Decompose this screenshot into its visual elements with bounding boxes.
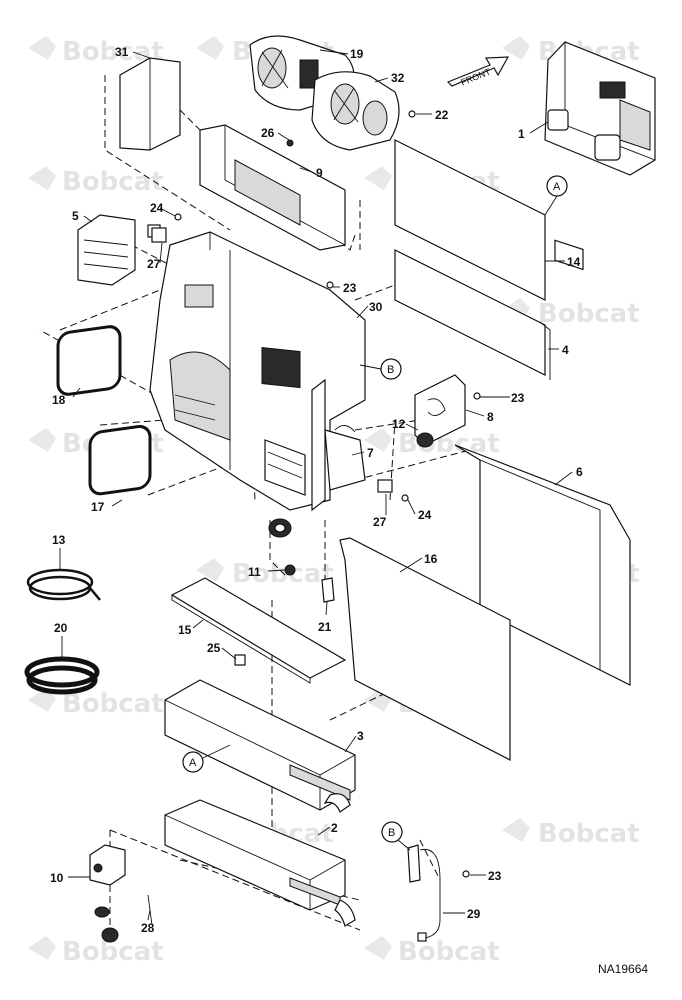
ref-marker-b-bottom: B — [381, 821, 411, 851]
part-3-evaporator — [164, 654, 356, 813]
svg-text:Bobcat: Bobcat — [62, 167, 164, 197]
callout-6: 6 — [576, 465, 583, 479]
watermark: Bobcat — [502, 818, 640, 849]
part-14-panel — [394, 139, 546, 301]
figure-id: NA19664 — [598, 962, 648, 976]
watermark: Bobcat — [28, 688, 164, 719]
part-15-board — [170, 577, 347, 684]
watermark: Bobcat — [364, 936, 500, 967]
svg-text:Bobcat: Bobcat — [538, 299, 640, 329]
callout-7: 7 — [367, 446, 374, 460]
callout-27-top: 27 — [147, 257, 161, 271]
callout-3: 3 — [357, 729, 364, 743]
part-10-valve — [89, 844, 153, 943]
callout-23-top: 23 — [343, 281, 357, 295]
callout-24-top: 24 — [150, 201, 164, 215]
callout-5: 5 — [72, 209, 79, 223]
part-30-main-housing — [149, 231, 366, 538]
part-32-blower-motor — [311, 71, 400, 151]
callout-10: 10 — [50, 871, 64, 885]
callout-25: 25 — [207, 641, 221, 655]
part-2-heater-core — [164, 799, 356, 927]
callout-23-mid: 23 — [511, 391, 525, 405]
callout-2: 2 — [331, 821, 338, 835]
callout-labels: 31 19 32 22 1 26 9 5 24 27 14 23 30 4 18… — [50, 45, 583, 935]
part-7-side-bracket — [311, 378, 366, 512]
part-5-grille-box — [77, 214, 161, 286]
callout-1: 1 — [518, 127, 525, 141]
part-21-drain — [321, 577, 335, 603]
ref-marker-a-top: A — [544, 175, 568, 216]
watermark: Bobcat — [28, 166, 164, 197]
callout-14: 14 — [567, 255, 581, 269]
callout-32: 32 — [391, 71, 405, 85]
callout-11: 11 — [248, 565, 261, 579]
callout-28: 28 — [141, 921, 155, 935]
watermark: Bobcat — [28, 936, 164, 967]
callout-23-bottom: 23 — [488, 869, 502, 883]
callout-19: 19 — [350, 47, 364, 61]
part-1-heater-ac-unit — [544, 41, 656, 271]
callout-17: 17 — [91, 500, 105, 514]
part-16-large-panel — [339, 537, 511, 761]
svg-text:B: B — [387, 364, 394, 376]
callout-18: 18 — [52, 393, 66, 407]
ref-marker-a-bottom: A — [182, 744, 231, 773]
callout-21: 21 — [318, 620, 332, 634]
callout-20: 20 — [54, 621, 68, 635]
callout-31: 31 — [115, 45, 129, 59]
part-4-panel — [394, 249, 551, 380]
callout-27-bottom: 27 — [373, 515, 387, 529]
svg-text:Bobcat: Bobcat — [398, 937, 500, 967]
callout-4: 4 — [562, 343, 569, 357]
callout-16: 16 — [424, 552, 438, 566]
part-18-seal — [56, 325, 122, 396]
part-13-hose — [26, 568, 101, 601]
callout-leaders — [59, 49, 573, 921]
part-11-fitting — [284, 564, 296, 576]
part-6-side-panel — [454, 444, 631, 686]
callout-9: 9 — [316, 166, 323, 180]
callout-26: 26 — [261, 126, 275, 140]
screws — [151, 110, 481, 878]
svg-text:A: A — [553, 181, 561, 193]
callout-13: 13 — [52, 533, 66, 547]
callout-30: 30 — [369, 300, 383, 314]
part-29-harness — [407, 844, 441, 942]
part-8-bracket-plate — [414, 374, 466, 448]
part-20-hose — [24, 656, 100, 695]
svg-text:A: A — [189, 757, 197, 769]
callout-12: 12 — [392, 417, 406, 431]
callout-24-bottom: 24 — [418, 508, 432, 522]
svg-text:Bobcat: Bobcat — [62, 689, 164, 719]
callout-8: 8 — [487, 410, 494, 424]
callout-15: 15 — [178, 623, 192, 637]
callout-29: 29 — [467, 907, 481, 921]
front-arrow-label: FRONT — [459, 66, 492, 87]
part-17-seal — [88, 424, 152, 496]
part-9-duct-frame — [199, 124, 346, 251]
ref-marker-b-mid: B — [359, 358, 402, 380]
watermark: Bobcat — [196, 558, 334, 589]
callout-22: 22 — [435, 108, 449, 122]
front-direction-arrow: FRONT — [446, 56, 510, 87]
svg-text:B: B — [388, 827, 395, 839]
svg-text:Bobcat: Bobcat — [232, 559, 334, 589]
svg-text:Bobcat: Bobcat — [538, 819, 640, 849]
part-31-filter-panel — [119, 57, 181, 151]
